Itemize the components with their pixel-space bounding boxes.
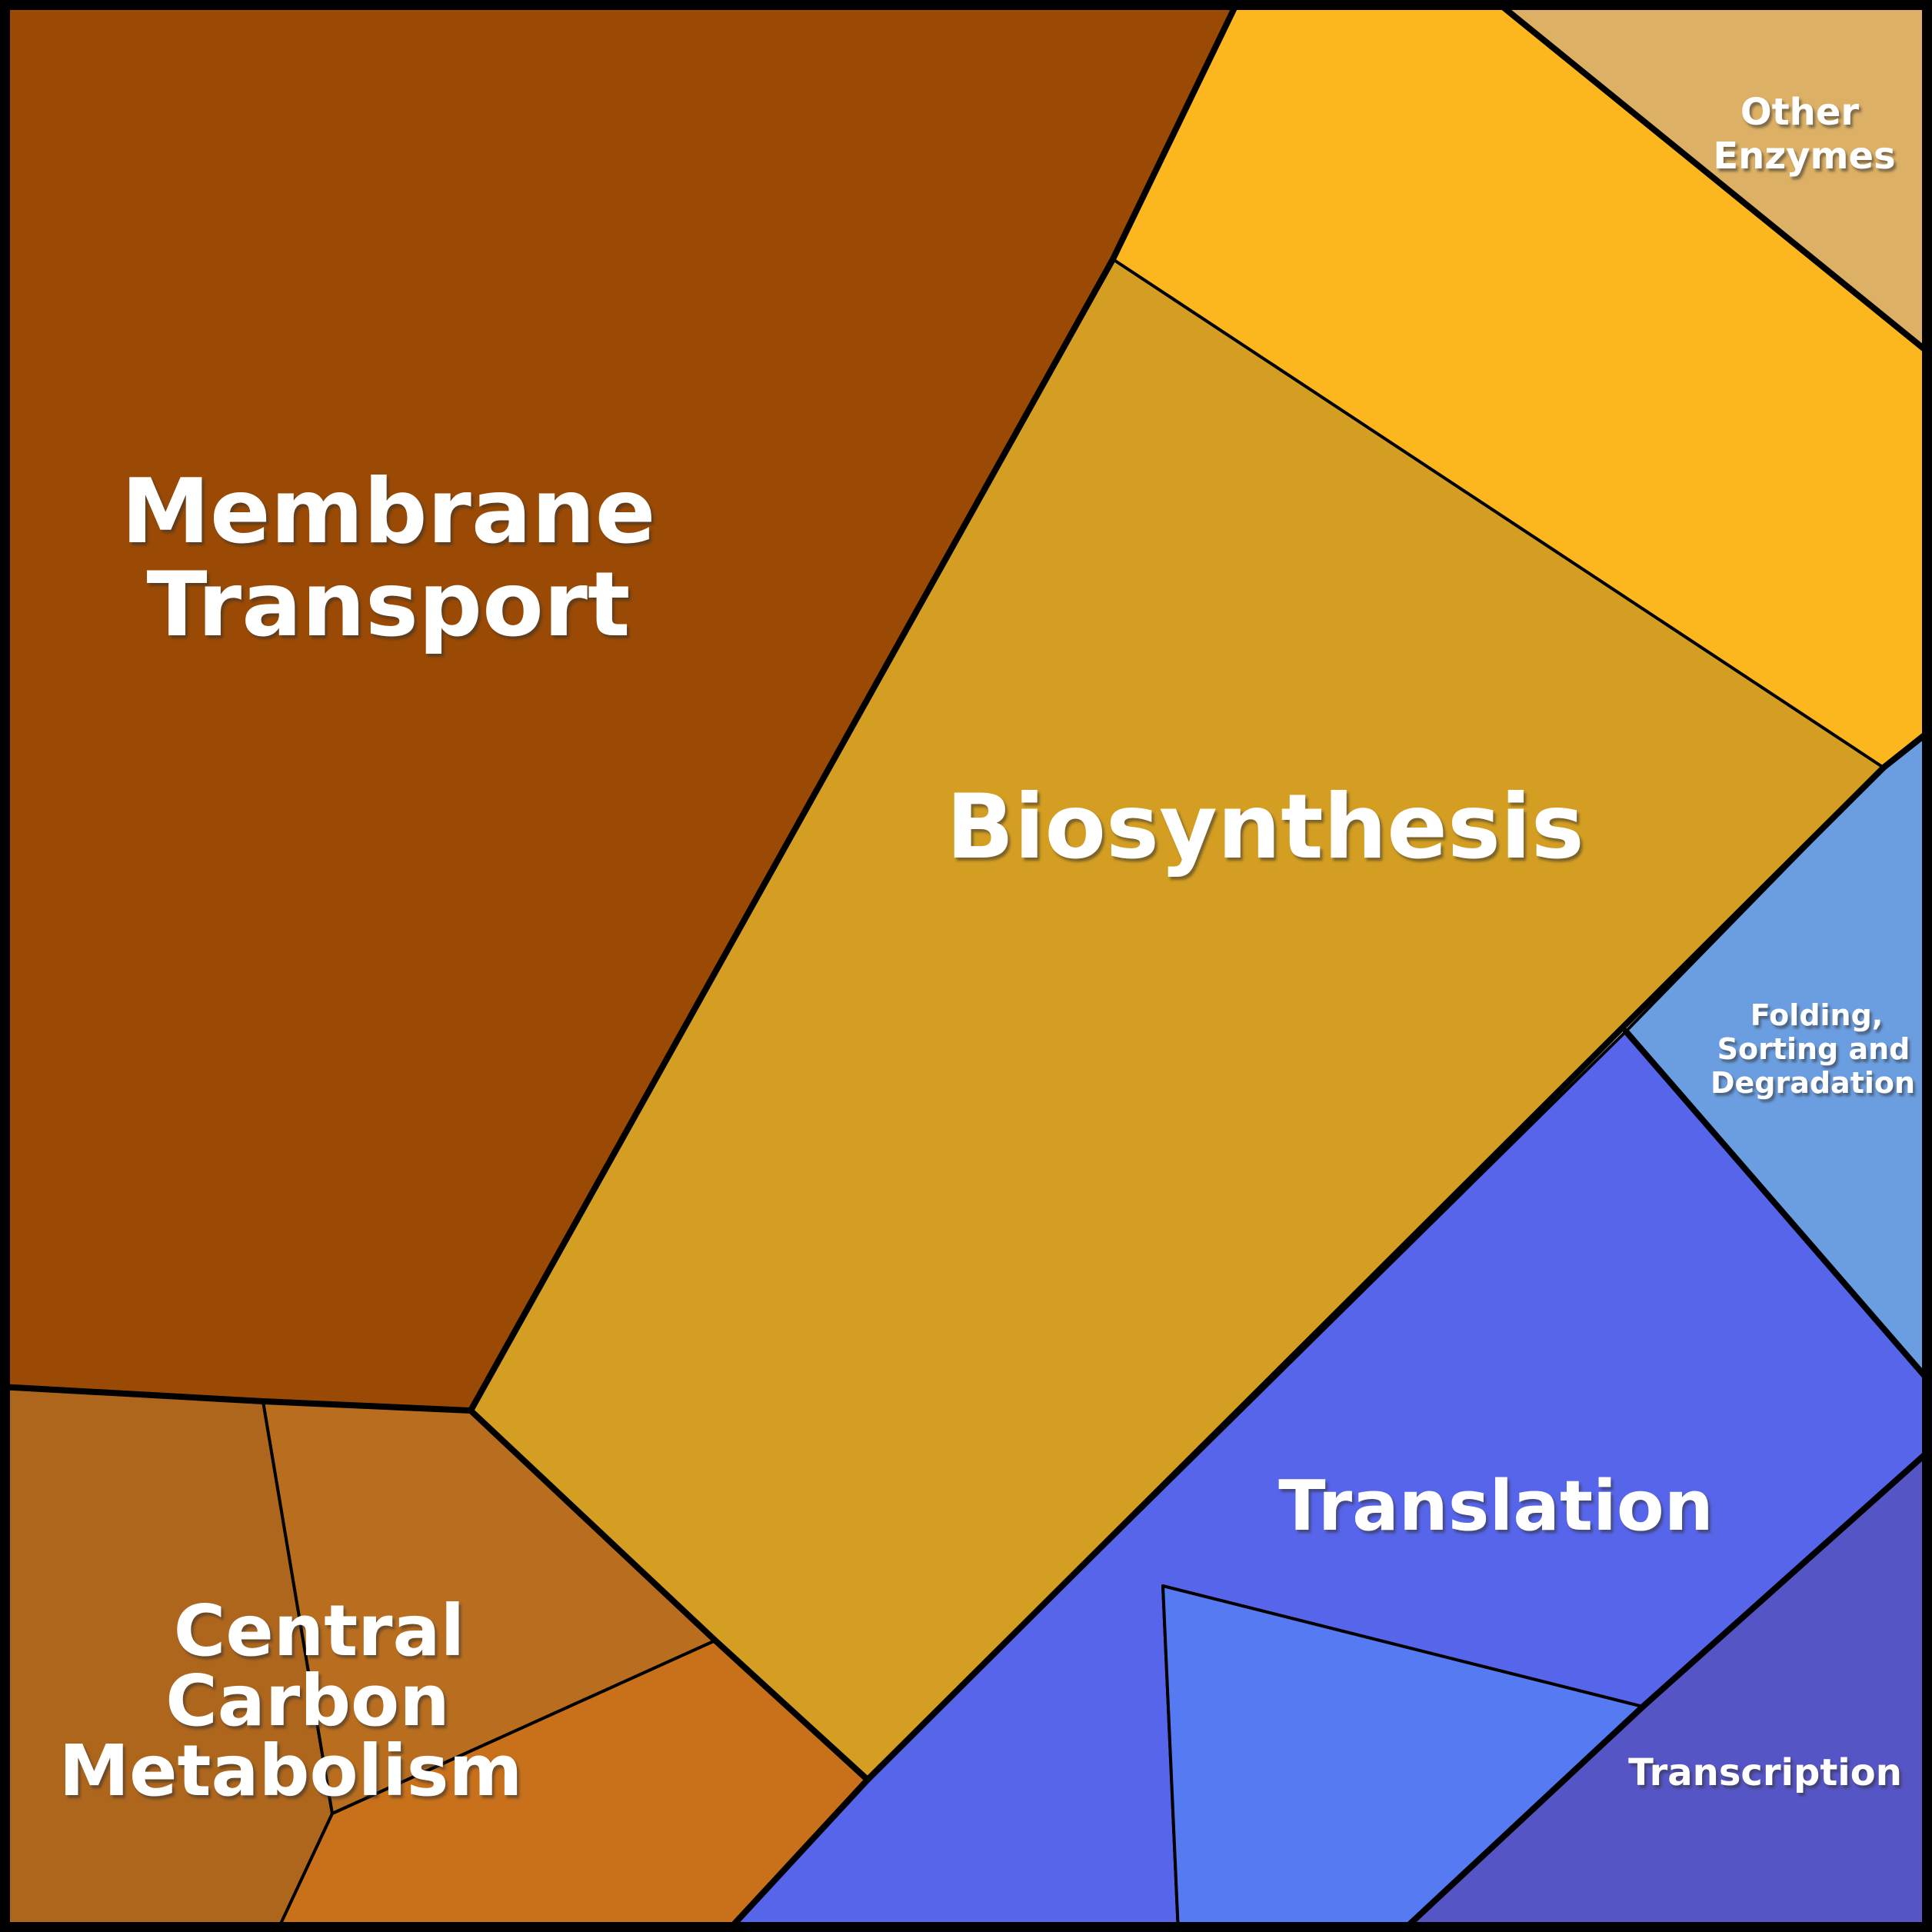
- label-folding-line3: Degradation: [1710, 1066, 1915, 1100]
- label-ccm-line3: Metabolism: [59, 1730, 523, 1812]
- border-folding-translation: [1623, 1028, 1932, 1387]
- label-membrane-transport-line1: Membrane: [122, 460, 656, 564]
- label-ccm-line1: Central: [174, 1590, 465, 1672]
- label-biosynthesis: Biosynthesis: [946, 775, 1584, 879]
- label-membrane-transport-line2: Transport: [147, 553, 631, 657]
- border-ccm-translation: [724, 1777, 871, 1932]
- label-transcription: Transcription: [1628, 1751, 1902, 1794]
- label-other-enzymes-line2: Enzymes: [1713, 135, 1895, 178]
- region-labels: Membrane Transport Biosynthesis Central …: [59, 91, 1915, 1812]
- label-translation: Translation: [1278, 1466, 1714, 1547]
- border-translation-transcription: [1398, 1445, 1932, 1932]
- label-other-enzymes-line1: Other: [1740, 91, 1859, 134]
- label-folding-line2: Sorting and: [1717, 1032, 1910, 1066]
- border-band-other-enzymes: [1491, 0, 1932, 358]
- border-ccm-biosynthesis: [468, 1407, 871, 1783]
- border-diagonal-45: [864, 764, 1887, 1783]
- label-ccm-line2: Carbon: [165, 1660, 450, 1742]
- label-folding-line1: Folding,: [1750, 998, 1883, 1032]
- region-translation-sub: [1161, 1584, 1644, 1932]
